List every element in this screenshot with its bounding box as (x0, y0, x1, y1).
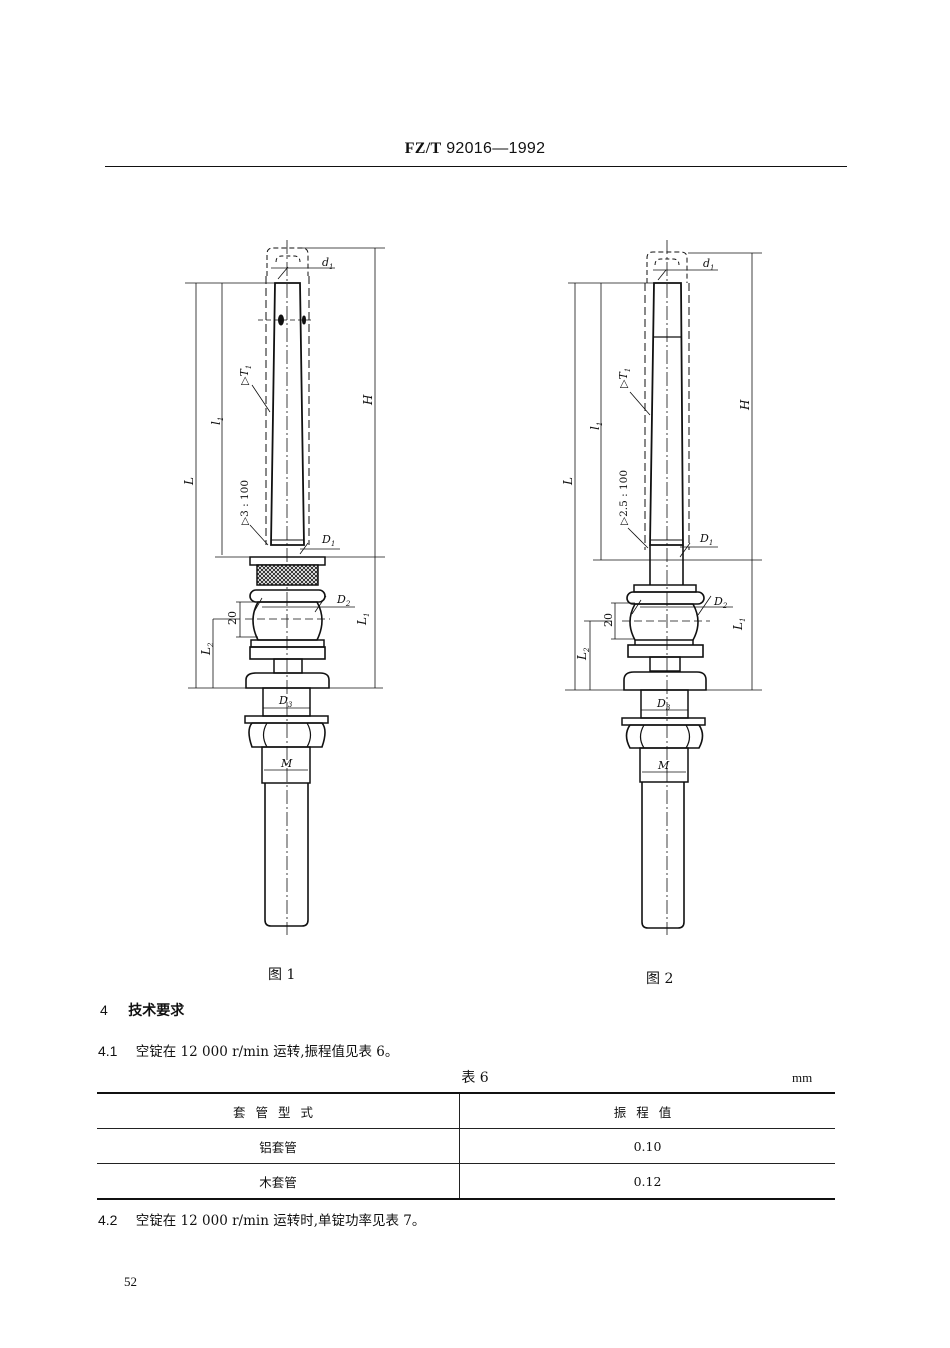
svg-text:▷2.5 : 100: ▷2.5 : 100 (618, 470, 630, 525)
svg-text:L: L (182, 477, 196, 486)
svg-text:20: 20 (602, 613, 615, 627)
svg-text:▷T1: ▷T1 (617, 368, 632, 388)
svg-text:D1: D1 (699, 532, 713, 547)
clause-number: 4.2 (98, 1212, 118, 1228)
section-title: 技术要求 (128, 1003, 185, 1019)
table-6: 套管型式 振程值 铝套管 0.10 木套管 0.12 (97, 1092, 835, 1200)
header-sleeve-type: 套管型式 (97, 1092, 460, 1129)
svg-text:L1: L1 (355, 613, 371, 626)
clause-4-2: 4.2 空锭在 12 000 r/min 运转时,单锭功率见表 7。 (98, 1209, 425, 1229)
section-heading: 4 技术要求 (100, 1000, 184, 1020)
table-row: 铝套管 0.10 (97, 1128, 835, 1164)
svg-text:D3: D3 (656, 697, 671, 712)
clause-4-1: 4.1 空锭在 12 000 r/min 运转,振程值见表 6。 (98, 1040, 398, 1060)
standard-number: 92016—1992 (446, 140, 546, 157)
svg-text:D2: D2 (336, 593, 351, 608)
figure-2-spindle-drawing: d1 H L l1 ▷T1 ▷2.5 : 100 D1 20 D2 L1 L2 … (561, 240, 762, 935)
header-vibration-value: 振程值 (459, 1092, 835, 1129)
svg-text:D1: D1 (321, 533, 335, 548)
cell-vibration-value: 0.10 (459, 1128, 835, 1164)
svg-text:H: H (738, 399, 752, 411)
clause-number: 4.1 (98, 1043, 118, 1059)
figure-2-caption: 图 2 (646, 971, 674, 987)
cell-vibration-value: 0.12 (459, 1163, 835, 1200)
figure-1-spindle-drawing: d1 H L l1 ▷T1 ▷3 : 100 D1 20 D2 (182, 240, 385, 935)
standard-header: FZ/T 92016—1992 (0, 140, 950, 158)
svg-text:l1: l1 (588, 422, 604, 430)
svg-text:d1: d1 (322, 256, 334, 271)
table-row: 木套管 0.12 (97, 1163, 835, 1200)
table-6-title: 表 6 (461, 1070, 489, 1086)
figure-1-caption: 图 1 (268, 967, 296, 983)
svg-text:▷T1: ▷T1 (238, 365, 253, 385)
table-6-unit: mm (792, 1070, 813, 1085)
svg-text:d1: d1 (703, 257, 715, 272)
svg-text:L2: L2 (575, 647, 591, 661)
table-header-row: 套管型式 振程值 (97, 1092, 835, 1129)
cell-sleeve-type: 木套管 (97, 1163, 460, 1200)
svg-text:L2: L2 (199, 642, 215, 656)
svg-text:L1: L1 (731, 618, 747, 631)
svg-text:D2: D2 (713, 595, 728, 610)
section-number: 4 (100, 1002, 108, 1018)
svg-text:M: M (657, 759, 670, 772)
header-rule (105, 166, 847, 167)
svg-text:20: 20 (226, 611, 239, 625)
cell-sleeve-type: 铝套管 (97, 1128, 460, 1164)
svg-text:l1: l1 (209, 417, 225, 425)
svg-text:▷3 : 100: ▷3 : 100 (239, 480, 251, 525)
page-number: 52 (124, 1274, 137, 1289)
clause-text: 空锭在 12 000 r/min 运转,振程值见表 6。 (135, 1044, 399, 1060)
clause-text: 空锭在 12 000 r/min 运转时,单锭功率见表 7。 (135, 1213, 426, 1229)
standard-prefix: FZ/T (404, 140, 442, 157)
svg-text:M: M (280, 757, 293, 770)
svg-text:D3: D3 (278, 694, 293, 709)
svg-text:L: L (561, 477, 575, 486)
svg-text:H: H (361, 394, 375, 406)
